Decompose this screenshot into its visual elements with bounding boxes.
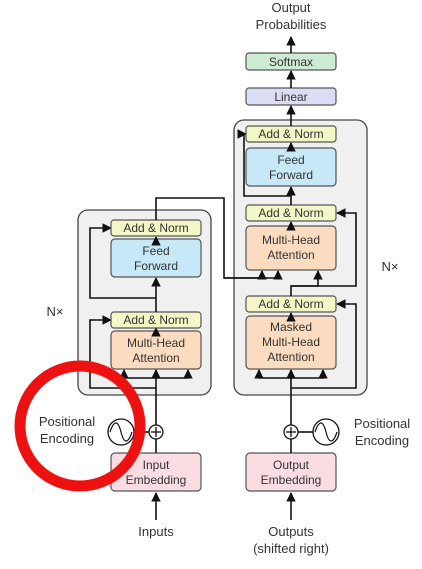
softmax-text: Softmax — [269, 55, 313, 69]
enc-attn-qkv-right — [156, 369, 193, 379]
encoder-output-to-decoder-2 — [224, 270, 283, 280]
dec-masked-qkv-left — [254, 369, 291, 379]
nx-left-label: N× — [47, 304, 64, 319]
outputs-label-line1: Outputs — [268, 524, 314, 539]
input-embedding-line2: Embedding — [126, 473, 187, 487]
enc-ff-line2: Forward — [134, 259, 178, 273]
enc-addnorm-top-text: Add & Norm — [123, 221, 188, 235]
enc-attention-line2: Attention — [132, 351, 179, 365]
encoder-add-circle — [148, 424, 164, 440]
output-embedding-line1: Output — [273, 458, 310, 472]
dec-addnorm-bottom-text: Add & Norm — [258, 297, 323, 311]
dec-masked-qkv-right — [291, 369, 328, 379]
dec-masked-line1: Masked — [270, 320, 312, 334]
dec-attn-line1: Multi-Head — [262, 233, 320, 247]
dec-attn-line2: Attention — [267, 248, 314, 262]
dec-masked-line3: Attention — [267, 350, 314, 364]
output-probabilities-line2: Probabilities — [256, 17, 327, 32]
positional-encoding-right-line2: Encoding — [355, 433, 409, 448]
output-embedding-line2: Embedding — [261, 473, 322, 487]
input-embedding-line1: Input — [143, 458, 170, 472]
positional-encoding-left-line2: Encoding — [40, 431, 94, 446]
dec-masked-line2: Multi-Head — [262, 335, 320, 349]
dec-ff-line1: Feed — [277, 153, 304, 167]
output-probabilities-line1: Output — [271, 0, 310, 15]
positional-encoding-left-line1: Positional — [39, 414, 95, 429]
dec-addnorm-top-text: Add & Norm — [258, 127, 323, 141]
dec-residual-cross — [291, 208, 357, 287]
dec-residual-masked — [291, 299, 357, 389]
positional-encoding-right-line1: Positional — [354, 416, 410, 431]
decoder-add-circle — [283, 424, 299, 440]
inputs-label: Inputs — [138, 524, 174, 539]
linear-text: Linear — [274, 90, 307, 104]
enc-attention-line1: Multi-Head — [127, 336, 185, 350]
dec-addnorm-mid-text: Add & Norm — [258, 206, 323, 220]
enc-residual-ff — [89, 223, 156, 299]
dec-ff-line2: Forward — [269, 168, 313, 182]
enc-addnorm-bottom-text: Add & Norm — [123, 313, 188, 327]
decoder-positional-encoding-icon — [312, 418, 340, 446]
enc-ff-line1: Feed — [142, 244, 169, 258]
encoder-positional-encoding-icon — [107, 418, 135, 446]
outputs-label-line2: (shifted right) — [253, 541, 329, 556]
nx-right-label: N× — [382, 259, 399, 274]
red-annotation-circle — [14, 360, 146, 492]
encoder-output-to-decoder — [155, 197, 267, 280]
